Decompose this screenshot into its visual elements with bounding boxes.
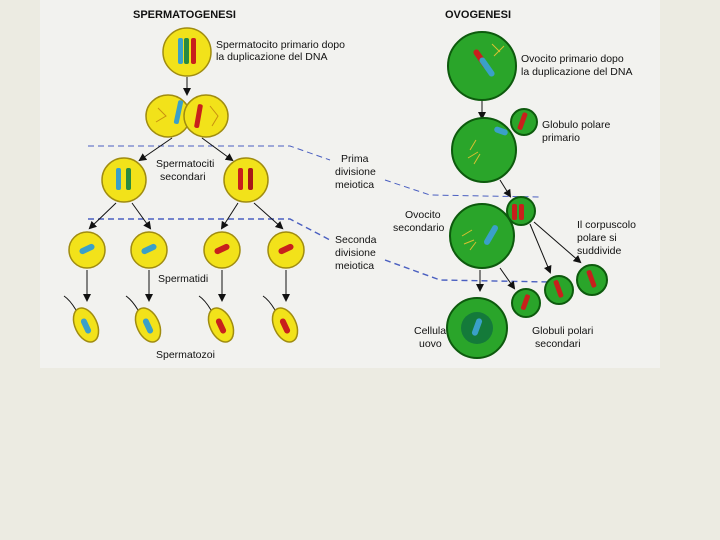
polar-division-arrows	[476, 221, 582, 292]
spermatozoon-3	[198, 295, 235, 343]
primary-spermatocyte-label: Spermatocito primario dopo la duplicazio…	[216, 39, 348, 63]
secondary-oocyte	[449, 196, 536, 269]
dividing-spermatocyte	[145, 94, 229, 138]
divided-polar-body-1	[544, 275, 574, 305]
spermatozoa-arrows	[83, 270, 290, 302]
primary-polar-body-label: Globulo polare primario	[542, 119, 613, 144]
secondary-polar-bodies-label: Globuli polari secondari	[532, 325, 596, 350]
secondary-spermatocyte-left	[101, 157, 147, 203]
second-division-label: Seconda divisione meiotica	[335, 234, 379, 272]
first-division-line	[88, 145, 541, 198]
polar-divides-label: Il corpuscolo polare si suddivide	[577, 219, 639, 257]
secondary-oocyte-label: Ovocito secondario	[393, 209, 445, 234]
spermatozoon-4	[262, 295, 299, 343]
spermatozoa-label: Spermatozoi	[156, 349, 215, 361]
primary-spermatocyte	[162, 27, 212, 77]
secondary-spermatocytes-label: Spermatociti secondari	[156, 158, 217, 183]
primary-oocyte-label: Ovocito primario dopo la duplicazione de…	[521, 53, 632, 78]
egg-cell	[446, 297, 508, 359]
spermatozoon-2	[125, 295, 162, 343]
spermatid-4	[267, 231, 305, 269]
spermatid-3	[203, 231, 241, 269]
spermatid-2	[130, 231, 168, 269]
egg-cell-label: Cellula uovo	[414, 325, 449, 350]
secondary-polar-body	[511, 288, 541, 318]
spermatogenesis-title: SPERMATOGENESI	[133, 9, 236, 21]
spermatids-label: Spermatidi	[158, 273, 208, 285]
first-division-label: Prima divisione meiotica	[335, 153, 379, 191]
spermatozoon-1	[63, 295, 100, 343]
divided-polar-body-2	[576, 264, 608, 296]
spermatid-arrows	[88, 202, 284, 230]
oogenesis-title: OVOGENESI	[445, 9, 511, 21]
secondary-spermatocyte-right	[223, 157, 269, 203]
oocyte-with-polar-body	[451, 108, 538, 183]
primary-oocyte	[447, 31, 517, 101]
spermatid-1	[68, 231, 106, 269]
